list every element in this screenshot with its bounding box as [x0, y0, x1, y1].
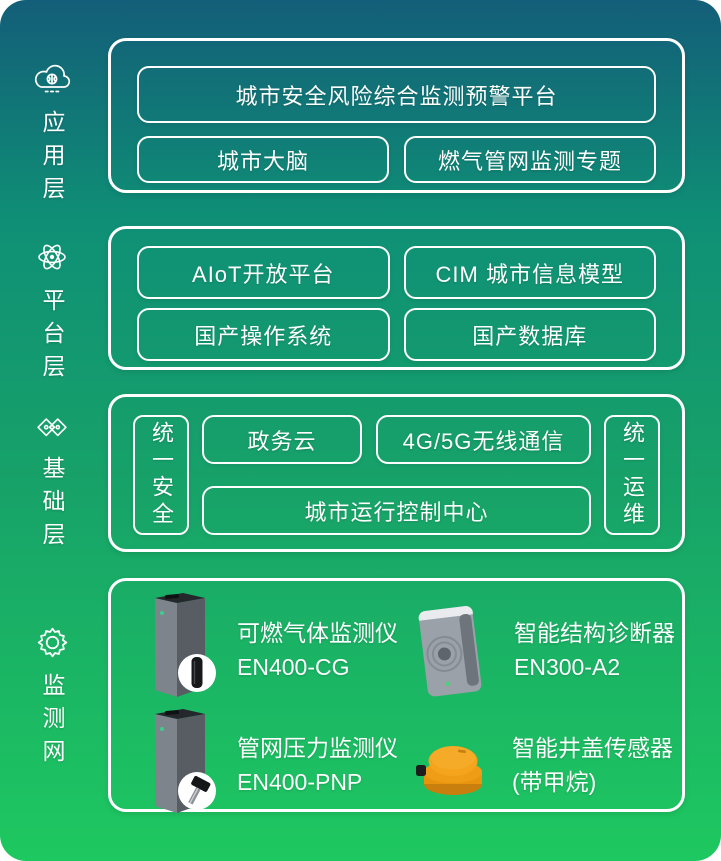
layer-base: 基础层 — [26, 410, 78, 555]
gas-detector-model: EN400-CG — [237, 654, 350, 680]
cloud-brain-icon — [34, 64, 71, 93]
wireless-comm-box: 4G/5G无线通信 — [376, 415, 591, 464]
application-layer-panel: 城市安全风险综合监测预警平台 城市大脑 燃气管网监测专题 — [108, 38, 685, 193]
layer-application: 应用层 — [26, 62, 78, 209]
domestic-database-box: 国产数据库 — [403, 308, 656, 361]
pipeline-pressure-cell: 管网压力监测仪 EN400-PNP — [133, 707, 398, 823]
gas-detector-device-image — [155, 593, 216, 697]
city-operation-center-box: 城市运行控制中心 — [202, 486, 591, 535]
gas-detector-cell: 可燃气体监测仪 EN400-CG — [133, 593, 398, 707]
gas-detector-text: 可燃气体监测仪 EN400-CG — [237, 616, 398, 685]
platform-title-box: 城市安全风险综合监测预警平台 — [137, 66, 656, 123]
monitoring-network-panel: 可燃气体监测仪 EN400-CG 智能结构诊断器 EN300-A2 — [108, 578, 685, 813]
layer-label-monitoring: 监测网 — [39, 673, 65, 772]
unified-ops-rail: 统一运维 — [604, 415, 660, 535]
cim-model-box: CIM 城市信息模型 — [403, 246, 656, 299]
structure-diagnoser-model: EN300-A2 — [514, 654, 621, 680]
layer-monitoring: 监测网 — [26, 624, 78, 772]
structure-diagnoser-text: 智能结构诊断器 EN300-A2 — [514, 616, 675, 685]
manhole-sensor-cell: 智能井盖传感器 (带甲烷) — [406, 707, 675, 823]
layer-platform: 平台层 — [26, 238, 78, 387]
pipeline-pressure-device-image — [155, 709, 216, 813]
unified-security-rail: 统一安全 — [133, 415, 189, 535]
pipeline-pressure-name: 管网压力监测仪 — [237, 734, 398, 761]
gear-icon — [37, 627, 67, 658]
structure-diagnoser-name: 智能结构诊断器 — [514, 619, 675, 646]
gas-detector-name: 可燃气体监测仪 — [237, 619, 398, 646]
manhole-sensor-name: 智能井盖传感器 — [512, 734, 673, 761]
unified-ops-label: 统一运维 — [620, 421, 645, 529]
layer-label-base: 基础层 — [39, 456, 65, 555]
linked-diamonds-icon — [37, 418, 67, 437]
domestic-os-box: 国产操作系统 — [137, 308, 390, 361]
manhole-sensor-device-image — [416, 746, 482, 795]
manhole-sensor-model: (带甲烷) — [512, 769, 597, 795]
atom-icon — [38, 244, 66, 270]
base-layer-panel: 统一安全 政务云 4G/5G无线通信 城市运行控制中心 统一运维 — [108, 394, 685, 552]
gas-pipeline-topic-box: 燃气管网监测专题 — [404, 136, 656, 183]
city-brain-box: 城市大脑 — [137, 136, 389, 183]
manhole-sensor-text: 智能井盖传感器 (带甲烷) — [512, 731, 673, 800]
pipeline-pressure-model: EN400-PNP — [237, 769, 363, 795]
pipeline-pressure-text: 管网压力监测仪 EN400-PNP — [237, 731, 398, 800]
layer-label-platform: 平台层 — [39, 288, 65, 387]
structure-diagnoser-device-image — [418, 606, 482, 697]
aiot-platform-box: AIoT开放平台 — [137, 246, 390, 299]
layer-label-application: 应用层 — [39, 110, 65, 209]
platform-layer-panel: AIoT开放平台 CIM 城市信息模型 国产操作系统 国产数据库 — [108, 226, 685, 370]
gov-cloud-box: 政务云 — [202, 415, 362, 464]
structure-diagnoser-cell: 智能结构诊断器 EN300-A2 — [406, 593, 675, 707]
unified-security-label: 统一安全 — [149, 421, 174, 529]
